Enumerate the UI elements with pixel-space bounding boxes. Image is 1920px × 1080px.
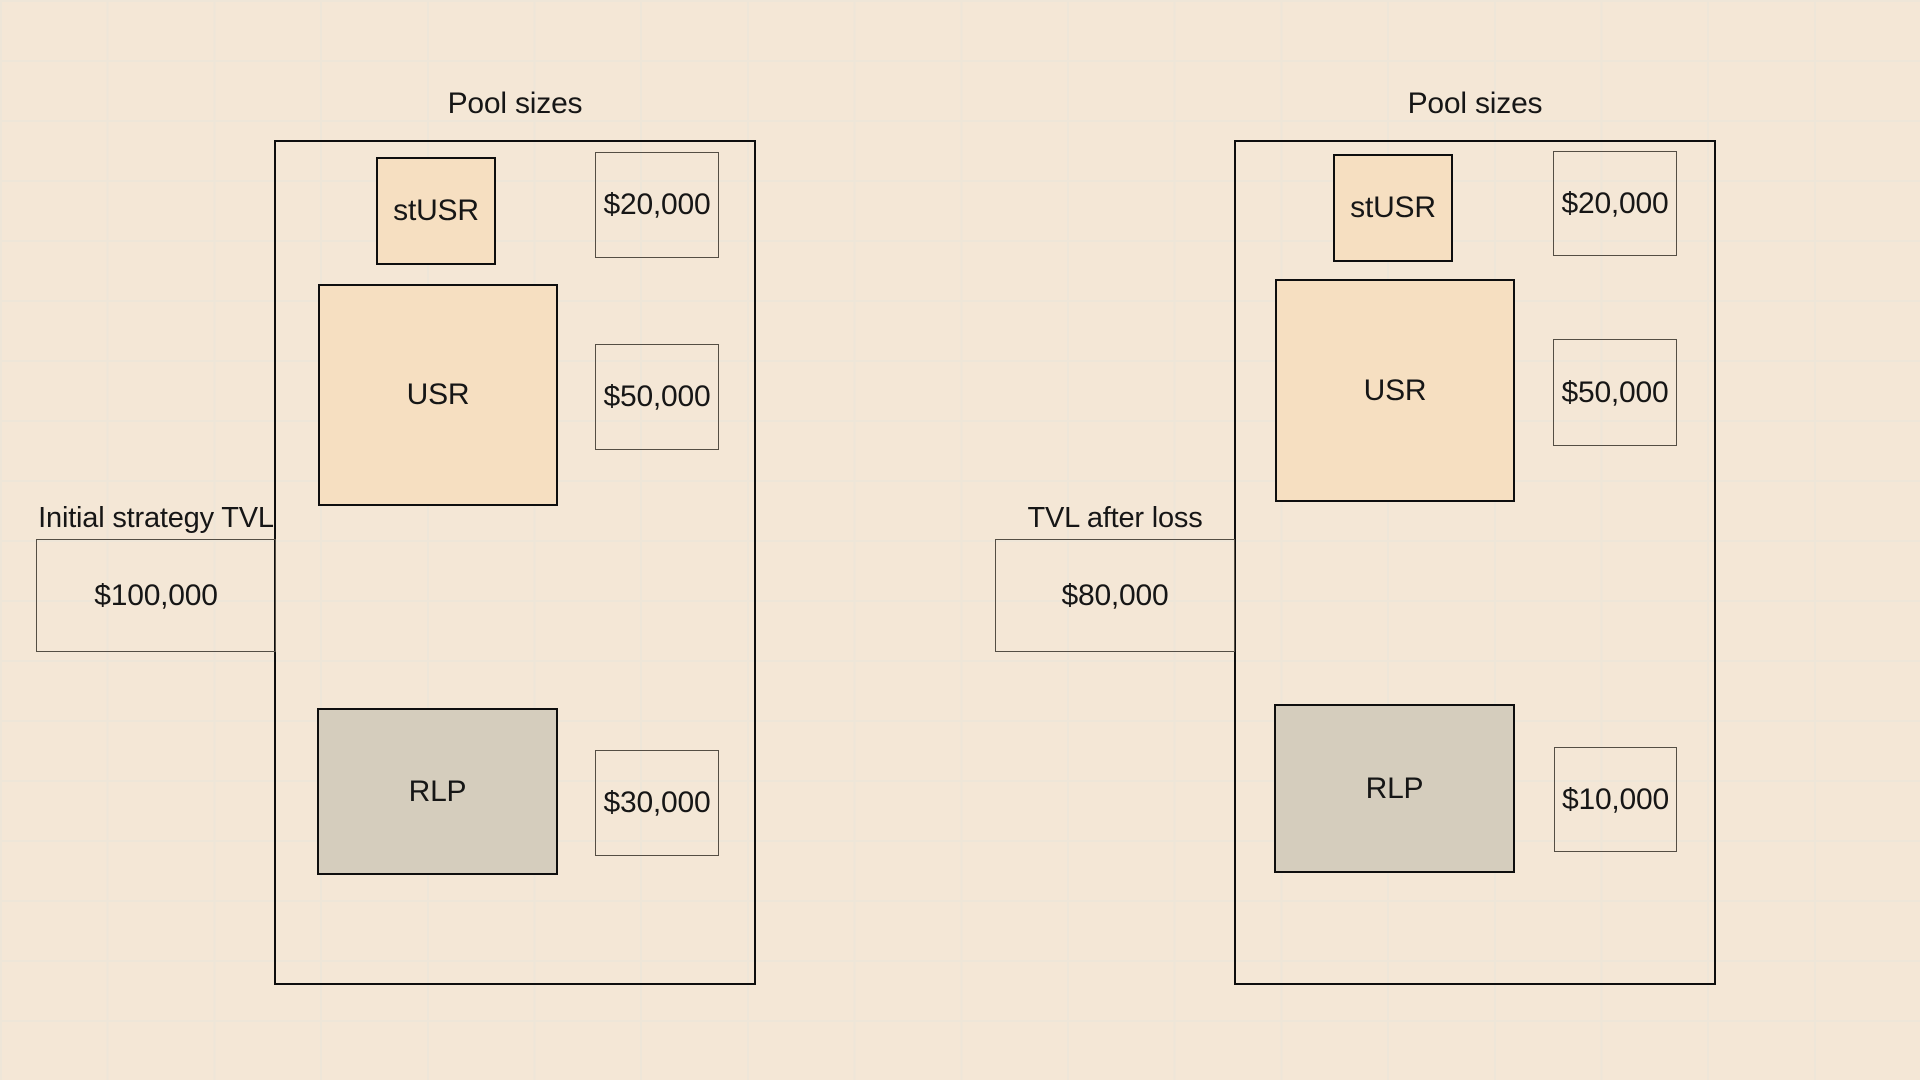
- pool-box-usr-label: USR: [406, 378, 470, 411]
- value-rlp: $30,000: [603, 786, 711, 819]
- value-box-usr: $50,000: [1553, 339, 1677, 446]
- pool-sizes-title-after-loss: Pool sizes: [1407, 87, 1543, 120]
- pool-sizes-panel-initial: stUSR $20,000 USR $50,000 RLP $30,000: [274, 140, 756, 985]
- value-usr: $50,000: [1561, 375, 1669, 409]
- pool-box-usr: USR: [318, 284, 558, 506]
- tvl-value-after-loss: $80,000: [1061, 578, 1169, 612]
- pool-box-stusr: stUSR: [1333, 154, 1453, 262]
- pool-box-usr: USR: [1275, 279, 1515, 502]
- value-usr: $50,000: [603, 380, 711, 413]
- tvl-box-initial: $100,000: [36, 539, 276, 652]
- tvl-value-initial: $100,000: [94, 578, 218, 612]
- value-stusr: $20,000: [603, 188, 711, 221]
- pool-box-stusr: stUSR: [376, 157, 496, 265]
- pool-box-rlp-label: RLP: [408, 774, 467, 808]
- pool-sizes-title-initial: Pool sizes: [447, 87, 583, 120]
- value-box-rlp: $30,000: [595, 750, 719, 856]
- pool-box-usr-label: USR: [1363, 373, 1427, 407]
- value-rlp: $10,000: [1561, 782, 1670, 816]
- value-stusr: $20,000: [1561, 186, 1669, 220]
- value-box-stusr: $20,000: [1553, 151, 1677, 256]
- value-box-rlp: $10,000: [1554, 747, 1677, 852]
- value-box-stusr: $20,000: [595, 152, 719, 258]
- tvl-label-initial: Initial strategy TVL: [38, 502, 274, 534]
- tvl-label-after-loss: TVL after loss: [1027, 502, 1203, 534]
- pool-sizes-panel-after-loss: stUSR $20,000 USR $50,000 RLP $10,000: [1234, 140, 1716, 985]
- tvl-box-after-loss: $80,000: [995, 539, 1235, 652]
- pool-box-rlp: RLP: [1274, 704, 1515, 873]
- pool-box-stusr-label: stUSR: [393, 194, 479, 227]
- value-box-usr: $50,000: [595, 344, 719, 450]
- pool-box-stusr-label: stUSR: [1350, 191, 1436, 224]
- pool-box-rlp-label: RLP: [1365, 771, 1424, 805]
- pool-box-rlp: RLP: [317, 708, 558, 875]
